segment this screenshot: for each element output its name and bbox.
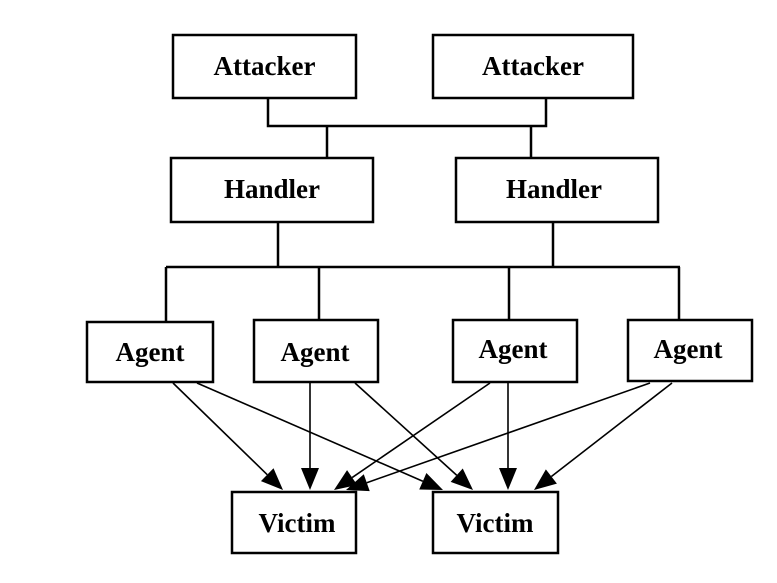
- agent-3-to-victim-1-arrow-line: [351, 382, 491, 479]
- victim-1-label: Victim: [259, 508, 336, 538]
- victim-node-2: Victim: [431, 490, 560, 555]
- agent-2-label: Agent: [281, 337, 350, 367]
- attacker-2-box: [431, 33, 635, 100]
- agent-3-to-victim-1-arrowhead-icon: [334, 470, 358, 490]
- agent-node-2: Agent: [252, 318, 380, 384]
- handler-2-box: [454, 156, 660, 224]
- victim-node-1: Victim: [230, 490, 358, 555]
- agent-3-to-victim-2-arrowhead-icon: [499, 468, 517, 490]
- handler-agent-connectors: [164, 222, 681, 322]
- handler-1-label: Handler: [224, 174, 320, 204]
- agent-2-box: [252, 318, 380, 384]
- handler-node-1: Handler: [169, 156, 375, 224]
- agent-node-3: Agent: [451, 318, 579, 384]
- agent-1-box: [85, 320, 215, 384]
- agent-4-label: Agent: [654, 334, 723, 364]
- handler-node-2: Handler: [454, 156, 660, 224]
- attacker-2-label: Attacker: [482, 51, 584, 81]
- victim-2-label: Victim: [457, 508, 534, 538]
- agent-1-to-victim-1-arrow-line: [172, 382, 268, 476]
- agent-4-to-victim-1-arrow-line: [366, 382, 651, 484]
- agent-4-to-victim-2-arrow-line: [550, 382, 673, 478]
- attacker-1-box: [171, 33, 358, 100]
- agent-4-to-victim-1-arrowhead-icon: [346, 474, 370, 492]
- agent-2-to-victim-2-arrowhead-icon: [450, 468, 473, 490]
- attacker-node-1: Attacker: [171, 33, 358, 100]
- attacker-node-2: Attacker: [431, 33, 635, 100]
- agent-2-to-victim-2-arrow-line: [354, 382, 458, 476]
- victim-2-box: [431, 490, 560, 555]
- agent-3-box: [451, 318, 579, 384]
- agent-1-to-victim-2-arrowhead-icon: [419, 472, 443, 490]
- attacker-1-label: Attacker: [214, 51, 316, 81]
- agent-4-to-victim-2-arrowhead-icon: [534, 469, 557, 490]
- agent-1-label: Agent: [116, 337, 185, 367]
- agent-node-1: Agent: [85, 320, 215, 384]
- agent-1-to-victim-1-arrowhead-icon: [260, 468, 283, 490]
- attack-arrows: [172, 382, 673, 492]
- agent-3-label: Agent: [479, 334, 548, 364]
- handler-2-label: Handler: [506, 174, 602, 204]
- attacker-handler-connectors: [266, 98, 548, 158]
- handler-1-box: [169, 156, 375, 224]
- victim-1-box: [230, 490, 358, 555]
- attacker-bus-line: [266, 98, 548, 128]
- agent-node-4: Agent: [626, 318, 754, 383]
- agent-2-to-victim-1-arrowhead-icon: [301, 468, 319, 490]
- agent-4-box: [626, 318, 754, 383]
